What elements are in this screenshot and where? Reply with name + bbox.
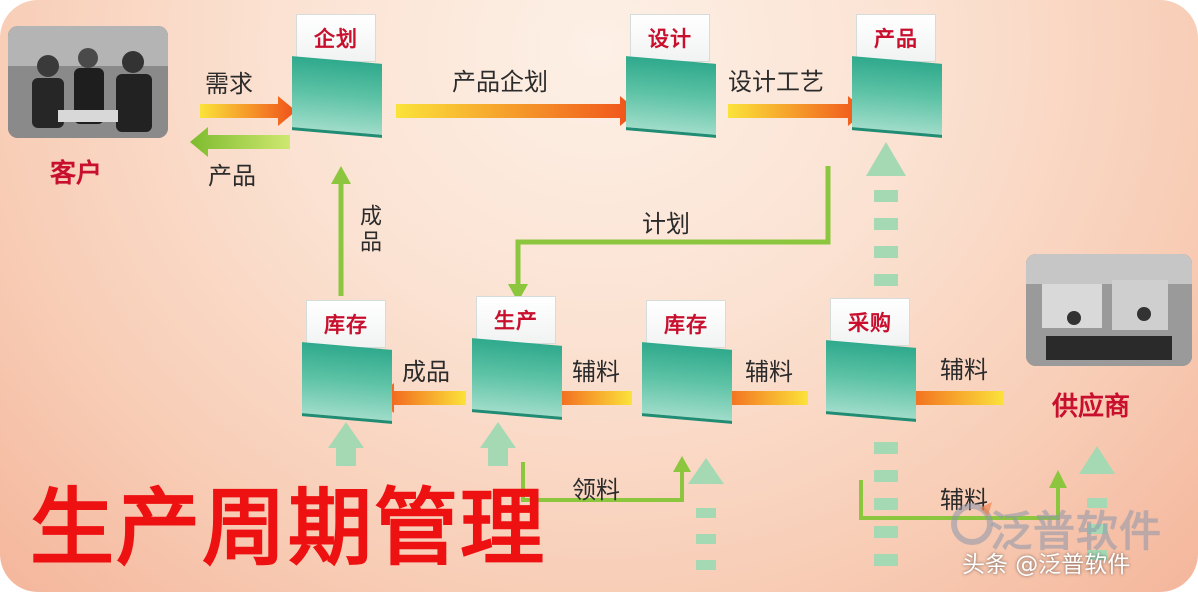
label-design-process: 设计工艺 [728, 68, 824, 96]
arrow-product-planning [396, 96, 638, 126]
supplier-photo [1026, 254, 1192, 366]
logo-mark-icon [951, 502, 993, 545]
arrow-plan-line [515, 166, 831, 288]
arrow-finished-to-stock [376, 383, 466, 413]
up-arrow-stock-left [328, 422, 364, 466]
arrow-bottom-material-head [1049, 470, 1067, 488]
node-product-label: 产品 [874, 26, 918, 51]
supplier-label: 供应商 [1052, 392, 1131, 422]
label-material-2: 辅料 [745, 358, 793, 386]
customer-photo [8, 26, 168, 138]
node-planning: 企划 [292, 14, 386, 142]
up-arrow-production [480, 422, 516, 466]
arrow-finished-up-head [331, 166, 351, 184]
label-finished-up: 成品 [356, 204, 381, 256]
node-purchase: 采购 [826, 298, 920, 426]
arrow-picking-line [521, 462, 684, 502]
node-planning-label: 企划 [314, 26, 358, 51]
node-stock-mid: 库存 [642, 300, 736, 428]
arrow-picking-head [673, 456, 691, 472]
label-material-1: 辅料 [572, 358, 620, 386]
label-picking: 领料 [572, 476, 620, 504]
arrow-material-to-stock [706, 383, 808, 413]
arrow-design-process [728, 96, 866, 126]
label-product-planning: 产品企划 [452, 68, 548, 96]
node-stock-left: 库存 [302, 300, 396, 428]
watermark-text: 头条 @泛普软件 [962, 552, 1131, 578]
arrow-demand [200, 96, 296, 126]
label-plan: 计划 [642, 210, 690, 238]
node-production: 生产 [472, 296, 566, 424]
customer-label: 客户 [50, 159, 103, 189]
label-demand: 需求 [205, 70, 253, 98]
node-purchase-label: 采购 [848, 310, 892, 335]
node-product: 产品 [852, 14, 946, 142]
up-arrow-supplier [1079, 446, 1115, 560]
arrow-plan-head [508, 284, 528, 302]
node-design-label: 设计 [648, 26, 692, 51]
up-arrow-stock-mid [688, 458, 724, 570]
node-production-label: 生产 [494, 308, 538, 333]
page-title: 生产周期管理 [30, 479, 547, 577]
label-material-3: 辅料 [940, 356, 988, 384]
arrow-product-to-customer [190, 127, 290, 157]
logo-text: 泛普软件 [990, 507, 1163, 556]
arrow-material-to-purchase [888, 383, 1004, 413]
arrow-bottom-material-line [859, 480, 1060, 520]
node-stock-left-label: 库存 [324, 312, 368, 337]
label-finished: 成品 [402, 358, 450, 386]
node-stock-mid-label: 库存 [664, 312, 708, 337]
arrow-material-to-production [542, 383, 632, 413]
node-design: 设计 [626, 14, 720, 142]
label-product-back: 产品 [208, 162, 256, 190]
